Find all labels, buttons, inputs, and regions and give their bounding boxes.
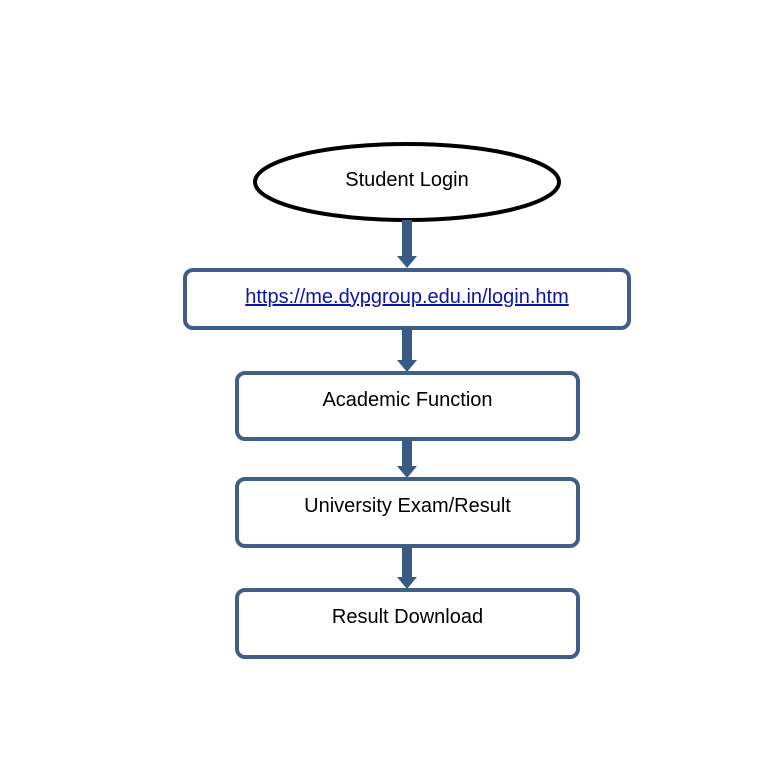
step-node-4-label: Result Download — [237, 590, 578, 645]
arrow-4 — [397, 546, 417, 589]
start-node-text: Student Login — [345, 168, 469, 191]
step-node-2-label: Academic Function — [237, 373, 578, 427]
login-url-link[interactable]: https://me.dypgroup.edu.in/login.htm — [245, 285, 569, 308]
arrow-2 — [397, 328, 417, 372]
university-exam-result-text: University Exam/Result — [304, 495, 511, 517]
academic-function-text: Academic Function — [322, 388, 493, 411]
arrow-3 — [397, 439, 417, 478]
step-node-4-shape — [235, 588, 580, 659]
start-node-label: Student Login — [255, 144, 559, 216]
step-node-3-label: University Exam/Result — [237, 479, 578, 534]
step-node-1-label: https://me.dypgroup.edu.in/login.htm — [185, 270, 629, 324]
result-download-text: Result Download — [331, 606, 484, 628]
arrow-1 — [397, 220, 417, 268]
